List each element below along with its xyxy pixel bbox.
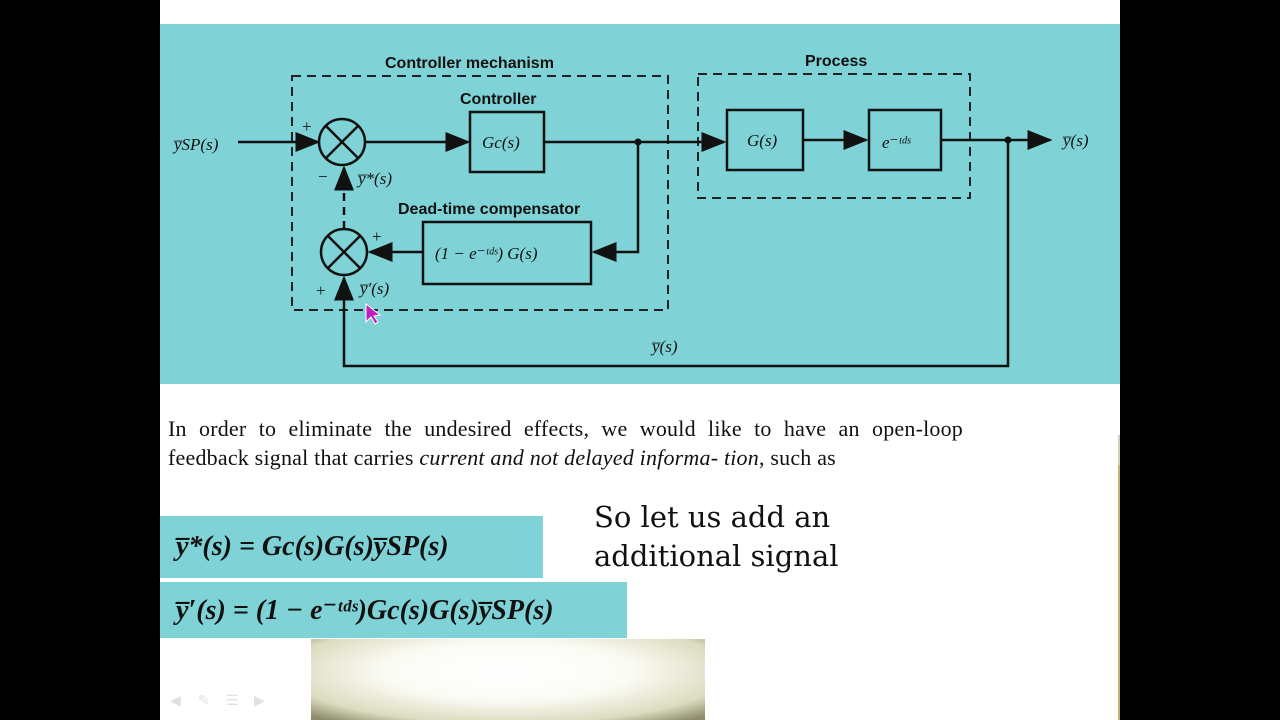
- dead-time-compensator-label: Dead-time compensator: [398, 201, 580, 218]
- input-signal-label: y̅SP(s): [172, 135, 219, 154]
- slide-caption: So let us add an additional signal: [594, 498, 894, 576]
- presenter-webcam: [1118, 435, 1120, 720]
- paragraph-line-3-emphasis: tion: [723, 445, 759, 470]
- slide-navigation: ◀ ✎ ☰ ▶: [170, 690, 280, 712]
- controller-mechanism-label: Controller mechanism: [385, 55, 554, 72]
- output-signal-label: y̅(s): [1061, 131, 1089, 150]
- summing-junction-1: [317, 117, 367, 167]
- summing-junction-2: [319, 227, 369, 277]
- equation-y-prime: y̅′(s) = (1 − e⁻ᵗᵈˢ)Gc(s)G(s)y̅SP(s): [160, 582, 627, 638]
- compensator-block-label: (1 − e⁻ᵗᵈˢ) G(s): [435, 244, 538, 263]
- controller-mechanism-box: [291, 75, 669, 311]
- equation-y-prime-text: y̅′(s) = (1 − e⁻ᵗᵈˢ)Gc(s)G(s)y̅SP(s): [176, 595, 554, 626]
- caption-line-2: additional signal: [594, 539, 839, 573]
- equation-y-star-text: y̅*(s) = Gc(s)G(s)y̅SP(s): [176, 531, 449, 562]
- g-block-label: G(s): [747, 131, 778, 150]
- sum1-plus-sign: +: [302, 117, 312, 136]
- pen-icon[interactable]: ✎: [198, 693, 210, 709]
- sum1-minus-sign: −: [318, 167, 328, 186]
- prev-icon[interactable]: ◀: [170, 693, 181, 709]
- process-box: [697, 73, 971, 199]
- feedback-signal-label: y̅(s): [650, 337, 678, 356]
- body-paragraph: In order to eliminate the undesired effe…: [168, 414, 963, 472]
- y-star-label: y̅*(s): [356, 169, 392, 188]
- menu-icon[interactable]: ☰: [226, 693, 239, 709]
- equation-y-star: y̅*(s) = Gc(s)G(s)y̅SP(s): [160, 516, 543, 578]
- paragraph-line-1: In order to eliminate the undesired effe…: [168, 416, 860, 441]
- paragraph-line-3: , such as: [758, 445, 836, 470]
- presenter-image: [1118, 435, 1120, 720]
- sum2-plus-sign-bottom: +: [316, 281, 326, 300]
- presentation-slide: Controller mechanism Process Controller …: [160, 0, 1120, 720]
- paragraph-line-2: open-loop feedback signal that carries: [168, 416, 964, 470]
- delay-block-label: e⁻ᵗᵈˢ: [882, 133, 912, 152]
- glow-image: [311, 639, 705, 720]
- sum2-plus-sign-right: +: [372, 227, 382, 246]
- mouse-cursor-icon: [365, 302, 382, 325]
- caption-line-1: So let us add an: [594, 500, 831, 534]
- controller-label: Controller: [460, 91, 536, 108]
- next-icon[interactable]: ▶: [254, 693, 265, 709]
- gc-block-label: Gc(s): [482, 133, 520, 152]
- process-label: Process: [805, 53, 867, 70]
- y-prime-label: y̅′(s): [358, 279, 390, 298]
- block-diagram-panel: Controller mechanism Process Controller …: [160, 24, 1120, 384]
- paragraph-emphasis: current and not delayed informa-: [419, 445, 719, 470]
- block-diagram: Controller mechanism Process Controller …: [172, 53, 1089, 368]
